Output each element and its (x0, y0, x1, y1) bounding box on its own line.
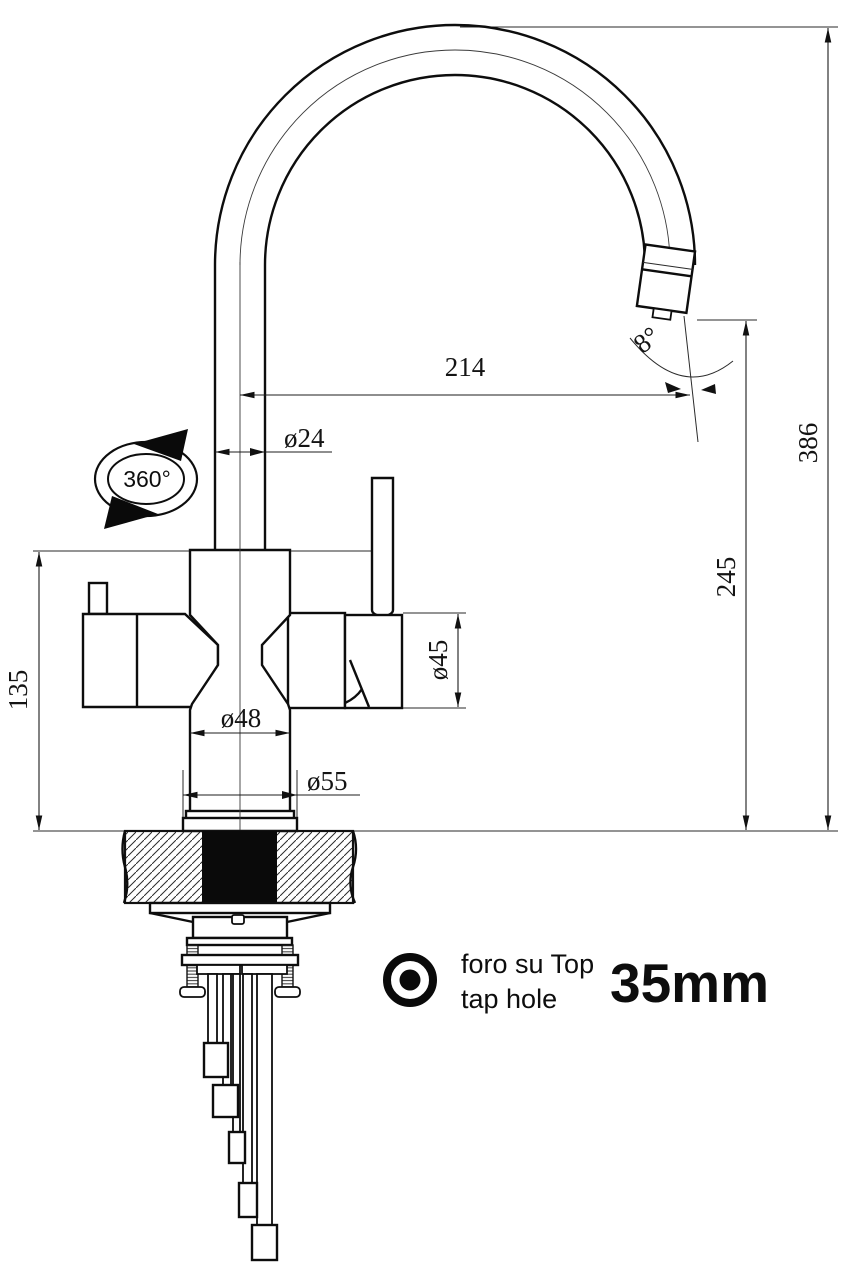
angle-arrow-right (701, 384, 716, 394)
dim-arrow-o55 (282, 791, 297, 799)
left-handle-lever (87, 581, 109, 616)
swivel-symbol: 360° (93, 429, 199, 529)
right-cap-section (286, 611, 347, 710)
dim-base-diameter: ø55 (183, 766, 360, 799)
hex-nut-right (274, 986, 301, 998)
cone-left (149, 911, 194, 924)
diverter-lever-line (348, 659, 371, 708)
outlet-angle-annotation: 8° (628, 315, 734, 443)
spout-centerline-arc (239, 49, 671, 266)
hose-collar-left (196, 964, 241, 975)
spout-arc (213, 23, 697, 550)
dim-handle-diameter: ø45 (423, 614, 462, 707)
legend-label-it: foro su Top (461, 949, 594, 979)
dim-total-height: 386 (793, 28, 832, 830)
washer (185, 936, 294, 947)
extension-lines (33, 26, 838, 832)
spout-inner-arc (263, 73, 647, 266)
hose-connector-1 (202, 1041, 230, 1079)
hose-connector-5 (250, 1223, 279, 1262)
dim-text-o24: ø24 (284, 423, 325, 453)
hex-nut-left (179, 986, 206, 998)
outlet-axis-line (683, 315, 699, 443)
dim-body-height: 135 (3, 552, 43, 830)
right-handle-lever (370, 476, 395, 618)
hose-connector-2 (211, 1083, 240, 1119)
legend-label-en: tap hole (461, 984, 557, 1014)
dim-text-o55: ø55 (307, 766, 348, 796)
spout-outer-arc (213, 23, 697, 266)
shank-notch (231, 914, 245, 925)
legend-hole-size: 35mm (610, 952, 769, 1014)
cone-right (286, 911, 331, 924)
dim-outlet-height: 245 (711, 321, 750, 830)
dim-body-diameter: ø48 (190, 703, 290, 737)
hose-connector-3 (227, 1130, 247, 1165)
dim-text-135: 135 (3, 670, 33, 711)
dim-text-o45: ø45 (423, 640, 453, 681)
rotate-arrow-top-icon (134, 429, 188, 461)
mounting-plate (148, 901, 332, 915)
spout-end-body (635, 243, 697, 315)
mounting-bracket-bar (180, 953, 300, 967)
spout-seam-2 (641, 268, 692, 278)
dim-text-o48: ø48 (221, 703, 262, 733)
hose-connector-4 (237, 1181, 259, 1219)
diverter-lever-arc (344, 688, 363, 705)
swivel-text: 360° (123, 466, 171, 492)
spout-end-piece (635, 243, 697, 321)
faucet-body (81, 476, 404, 833)
dim-text-386: 386 (793, 423, 823, 464)
tap-hole-legend: foro su Top tap hole 35mm (383, 949, 769, 1014)
dim-spout-reach: 214 (240, 352, 690, 399)
supply-hoses (202, 973, 279, 1262)
hose-5 (256, 973, 273, 1226)
rotate-arrow-bottom-icon (104, 496, 158, 529)
right-handle-block (343, 613, 404, 710)
mounting-hardware (148, 901, 332, 998)
counter-break-right (349, 830, 358, 904)
countertop (121, 829, 358, 905)
tap-hole-bullseye-center (399, 969, 421, 991)
swivel-ring-inner (107, 453, 185, 505)
spout-seam-1 (642, 261, 693, 270)
dim-arrow-o24 (250, 448, 265, 456)
aerator-tip (651, 307, 673, 321)
angle-text: 8° (628, 321, 666, 360)
dim-tube-diameter: ø24 (215, 423, 332, 456)
hose-collar-right (241, 964, 288, 975)
hose-1 (207, 973, 218, 1044)
dim-text-245: 245 (711, 557, 741, 598)
counter-break-left (121, 830, 129, 904)
angle-arc (629, 337, 734, 378)
tap-hole-shank (202, 831, 277, 903)
dim-text-214: 214 (445, 352, 486, 382)
angle-arrow-left (665, 382, 681, 393)
left-handle-block (81, 612, 220, 709)
